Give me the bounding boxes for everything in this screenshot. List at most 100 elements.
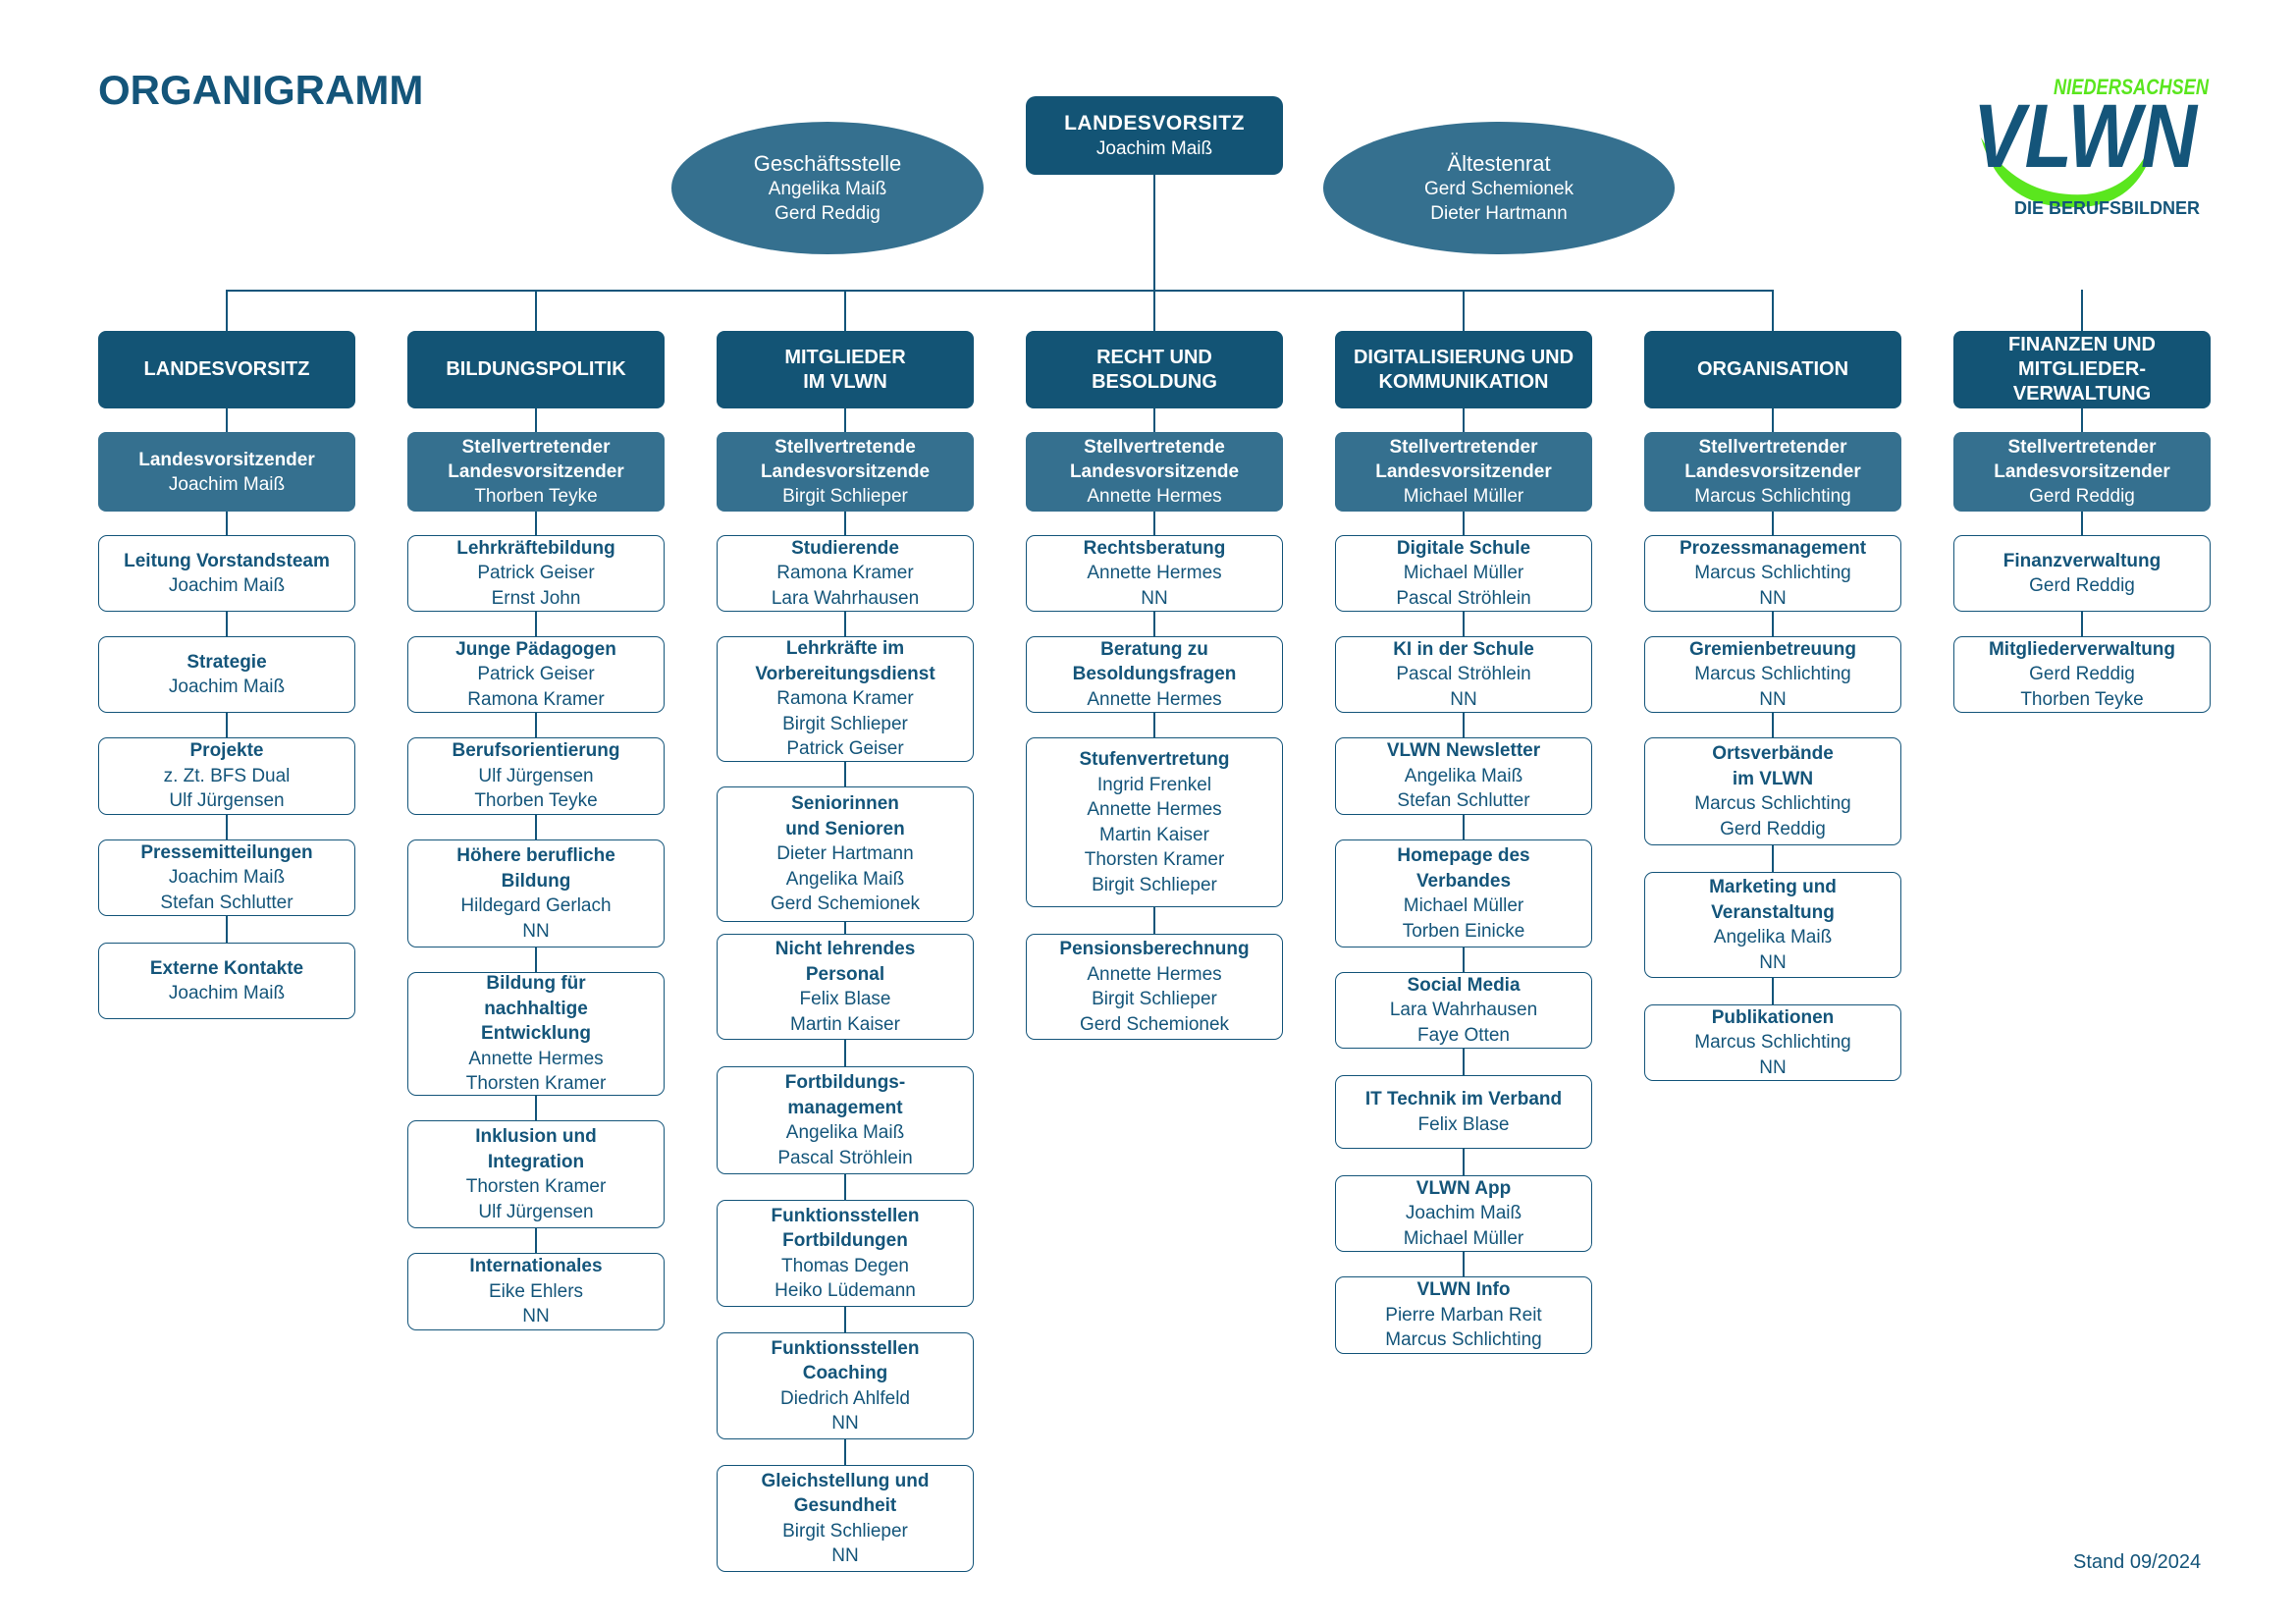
team-member: NN: [1759, 951, 1787, 973]
team-title: Mitgliederverwaltung: [1988, 638, 2176, 660]
team-member: Ulf Jürgensen: [478, 1201, 594, 1222]
team-member: NN: [1759, 587, 1787, 609]
page-title: ORGANIGRAMM: [98, 67, 424, 113]
team-member: Patrick Geiser: [477, 563, 595, 584]
team-title: Seniorinnen und Senioren: [785, 793, 905, 839]
team-title: Gremienbetreuung: [1689, 638, 1856, 660]
team-member: Marcus Schlichting: [1694, 664, 1851, 685]
team-member: Lara Wahrhausen: [771, 587, 920, 609]
team-member: Ramona Kramer: [776, 688, 914, 710]
team-member: Pascal Ströhlein: [777, 1147, 913, 1168]
logo-wordmark: VLWN: [1973, 86, 2199, 187]
team-member: Birgit Schlieper: [782, 1520, 908, 1542]
team-member: Thorben Teyke: [474, 790, 598, 812]
team-member: Joachim Maiß: [1405, 1203, 1522, 1224]
team-member: NN: [1759, 1056, 1787, 1078]
department-header: ORGANISATION: [1644, 331, 1901, 408]
team-title: Funktionsstellen Coaching: [771, 1337, 920, 1384]
team-title: Pensionsberechnung: [1059, 939, 1250, 959]
team-member: Diedrich Ahlfeld: [779, 1387, 911, 1409]
team-member: NN: [831, 1413, 859, 1434]
chair-title: LANDESVORSITZ: [1064, 112, 1245, 135]
team-title: Beratung zu Besoldungsfragen: [1072, 638, 1237, 685]
team-title: Homepage des Verbandes: [1397, 845, 1530, 892]
team-member: Annette Hermes: [1087, 688, 1222, 710]
team-member: Hildegard Gerlach: [460, 895, 612, 916]
team-title: Lehrkräftebildung: [456, 537, 615, 559]
team-member: Stefan Schlutter: [1397, 790, 1530, 812]
team-member: Angelika Maiß: [1713, 927, 1833, 947]
deputy-title: Stellvertretender Landesvorsitzender: [1994, 437, 2170, 482]
deputy-title: Stellvertretender Landesvorsitzender: [1375, 437, 1552, 482]
team-title: Internationales: [469, 1256, 603, 1277]
team-member: Martin Kaiser: [1099, 824, 1209, 845]
team-member: Marcus Schlichting: [1694, 793, 1851, 814]
team-title: Nicht lehrendes Personal: [774, 939, 916, 985]
team-title: Digitale Schule: [1396, 537, 1531, 559]
team-member: Birgit Schlieper: [782, 713, 908, 734]
team-title: Fortbildungs- management: [784, 1072, 906, 1118]
deputy-title: Stellvertretende Landesvorsitzende: [760, 437, 931, 482]
team-member: Pascal Ströhlein: [1396, 664, 1531, 685]
department-header: FINANZEN UND MITGLIEDER- VERWALTUNG: [1953, 331, 2211, 408]
team-member: Martin Kaiser: [790, 1013, 900, 1035]
team-member: Ernst John: [491, 587, 581, 609]
team-title: Höhere berufliche Bildung: [456, 845, 615, 892]
team-member: Marcus Schlichting: [1385, 1329, 1542, 1351]
team-member: Annette Hermes: [468, 1048, 604, 1069]
office-name: Angelika Maiß: [768, 178, 887, 199]
team-title: KI in der Schule: [1393, 638, 1534, 660]
connector-trunk: [1153, 173, 1155, 291]
team-member: Eike Ehlers: [488, 1280, 584, 1302]
team-title: VLWN Info: [1416, 1279, 1511, 1301]
logo-swoosh: [1981, 108, 2160, 208]
team-member: Torben Einicke: [1402, 920, 1525, 942]
team-member: Annette Hermes: [1087, 563, 1222, 584]
team-member: Patrick Geiser: [477, 664, 595, 685]
team-member: Birgit Schlieper: [1092, 874, 1217, 895]
team-title: Rechtsberatung: [1083, 537, 1226, 559]
team-member: Annette Hermes: [1087, 963, 1222, 985]
team-member: Ramona Kramer: [467, 688, 605, 710]
logo-tagline: DIE BERUFSBILDNER: [2014, 198, 2201, 218]
team-title: Strategie: [187, 651, 267, 673]
deputy-title: Stellvertretender Landesvorsitzender: [1684, 437, 1861, 482]
team-member: Gerd Reddig: [2029, 664, 2135, 685]
team-title: Inklusion und Integration: [475, 1126, 597, 1172]
team-title: Ortsverbände im VLWN: [1712, 743, 1834, 789]
team-title: IT Technik im Verband: [1364, 1089, 1563, 1110]
team-member: Michael Müller: [1403, 895, 1524, 916]
revision-date: Stand 09/2024: [2073, 1551, 2202, 1573]
team-member: Gerd Reddig: [1720, 818, 1826, 839]
elders-name: Gerd Schemionek: [1423, 178, 1575, 199]
team-member: Thomas Degen: [781, 1255, 909, 1276]
deputy-name: Thorben Teyke: [474, 486, 598, 507]
team-member: Angelika Maiß: [785, 1122, 905, 1143]
logo-region: NIEDERSACHSEN: [2054, 75, 2210, 99]
team-member: NN: [522, 1306, 550, 1327]
